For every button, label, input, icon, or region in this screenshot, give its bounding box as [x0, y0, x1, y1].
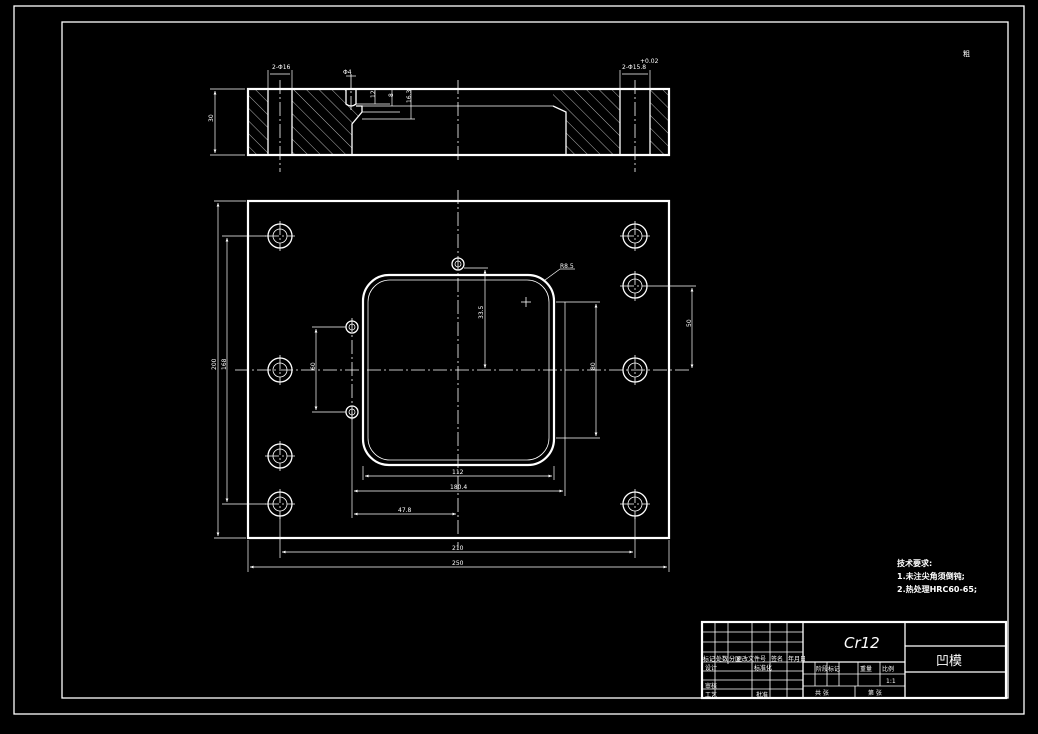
label-sheets: 共 张 [815, 689, 829, 697]
dim-outer-width: 180.4 [450, 484, 467, 491]
label-zone: 分区 [729, 655, 741, 663]
hatch-left-solid [292, 89, 362, 155]
dim-right-offset: 50 [686, 319, 693, 327]
label-sheet-no: 第 张 [868, 689, 882, 697]
dim-opening-width: 112 [452, 469, 464, 476]
tech-note-1: 1.未注尖角须倒钝; [897, 571, 965, 581]
title-block: Cr12 凹模 标记 处数 分区 更改文件号 签名 年月日 设计 标准化 审核 … [700, 620, 1008, 700]
technical-notes: 技术要求: 1.未注尖角须倒钝; 2.热处理HRC60-65; [897, 558, 977, 594]
dim-right-hole-tol: +0.02 [640, 58, 659, 65]
dim-slot-width: Φ4 [343, 69, 352, 76]
dim-opening-height: 80 [590, 362, 597, 370]
label-count: 处数 [716, 655, 728, 663]
label-stage-mark: 阶段标记 [816, 665, 840, 673]
dim-overall-width: 250 [452, 560, 464, 567]
dim-overall-height: 200 [211, 358, 218, 370]
scale-value: 1:1 [886, 678, 896, 685]
label-checker: 审核 [705, 682, 717, 690]
label-process: 工艺 [705, 691, 717, 699]
label-approve: 批准 [756, 691, 768, 699]
label-change-doc: 更改文件号 [736, 655, 766, 663]
label-mark: 标记 [703, 655, 715, 663]
section-view: 30 2-Φ16 2-Φ15.8 +0.02 Φ4 12 8 16.3 [208, 58, 671, 172]
section-outline [246, 87, 671, 157]
label-signature: 签名 [771, 655, 783, 663]
dim-left-hole: 2-Φ16 [272, 64, 291, 71]
plan-view: 200 168 60 50 80 R8.5 33.5 112 180 [211, 190, 696, 572]
hatch-left-edge [248, 89, 268, 155]
tech-note-2: 2.热处理HRC60-65; [897, 584, 977, 594]
label-weight: 重量 [860, 665, 872, 673]
dim-right-hole: 2-Φ15.8 [622, 64, 646, 71]
hatch-right-edge [650, 89, 669, 155]
dim-left-offset: 47.8 [398, 507, 412, 514]
dim-pin-pitch: 60 [310, 362, 317, 370]
label-standardize: 标准化 [754, 664, 772, 672]
dim-pocket-depth: 16.3 [406, 89, 413, 103]
dim-center-offset: 33.5 [478, 305, 485, 319]
label-designer: 设计 [705, 664, 717, 672]
dim-slot-step: 8 [388, 93, 395, 97]
dim-hole-pitch-v: 168 [221, 358, 228, 370]
outer-frame [13, 5, 1025, 715]
inner-frame [61, 21, 1009, 699]
label-scale: 比例 [882, 665, 894, 673]
material-field: Cr12 [844, 634, 880, 652]
roughness-mark: 粗 [963, 49, 970, 58]
dim-thickness: 30 [208, 114, 215, 122]
tech-notes-title: 技术要求: [897, 558, 932, 568]
plan-outline [246, 199, 671, 540]
part-name-field: 凹模 [936, 654, 962, 669]
hatch-right-solid [553, 89, 620, 155]
dim-slot-depth: 12 [370, 90, 377, 98]
label-date: 年月日 [788, 655, 806, 663]
dim-hole-pitch-h: 210 [452, 545, 464, 552]
dim-corner-radius: R8.5 [560, 263, 574, 270]
